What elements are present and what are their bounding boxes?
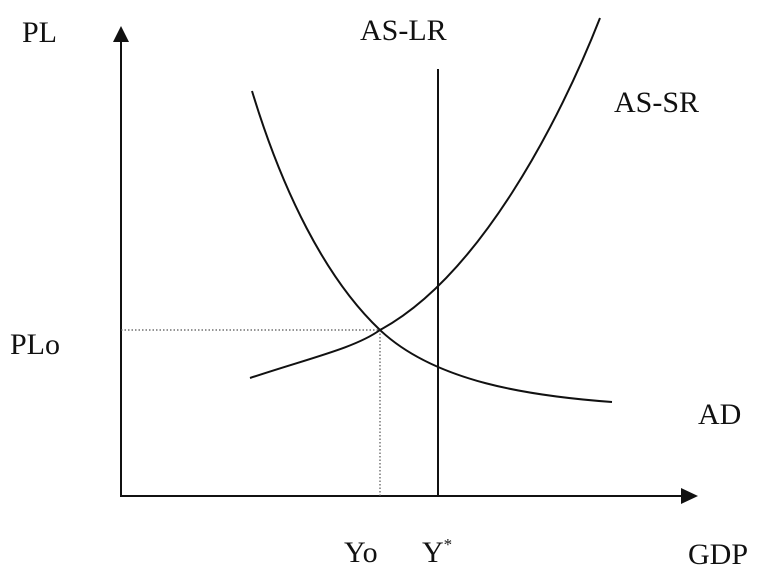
as-sr-curve: [249, 17, 601, 379]
equilibrium-output-label: Yo: [344, 536, 378, 569]
as-lr-label: AS-LR: [360, 14, 447, 47]
y-axis-arrowhead: [113, 26, 129, 42]
ad-label: AD: [698, 398, 742, 431]
x-axis: [120, 488, 698, 504]
ad-curve: [251, 90, 613, 403]
potential-output-label: Y*: [422, 535, 453, 569]
x-axis-arrowhead: [681, 488, 698, 504]
potential-output-star: *: [443, 535, 453, 554]
y-axis-label: PL: [22, 16, 58, 49]
y-axis: [113, 26, 129, 497]
equilibrium-price-label: PLo: [10, 328, 61, 361]
x-axis-label: GDP: [688, 538, 749, 571]
potential-output-text: Y: [422, 536, 444, 569]
as-sr-label: AS-SR: [614, 86, 700, 119]
